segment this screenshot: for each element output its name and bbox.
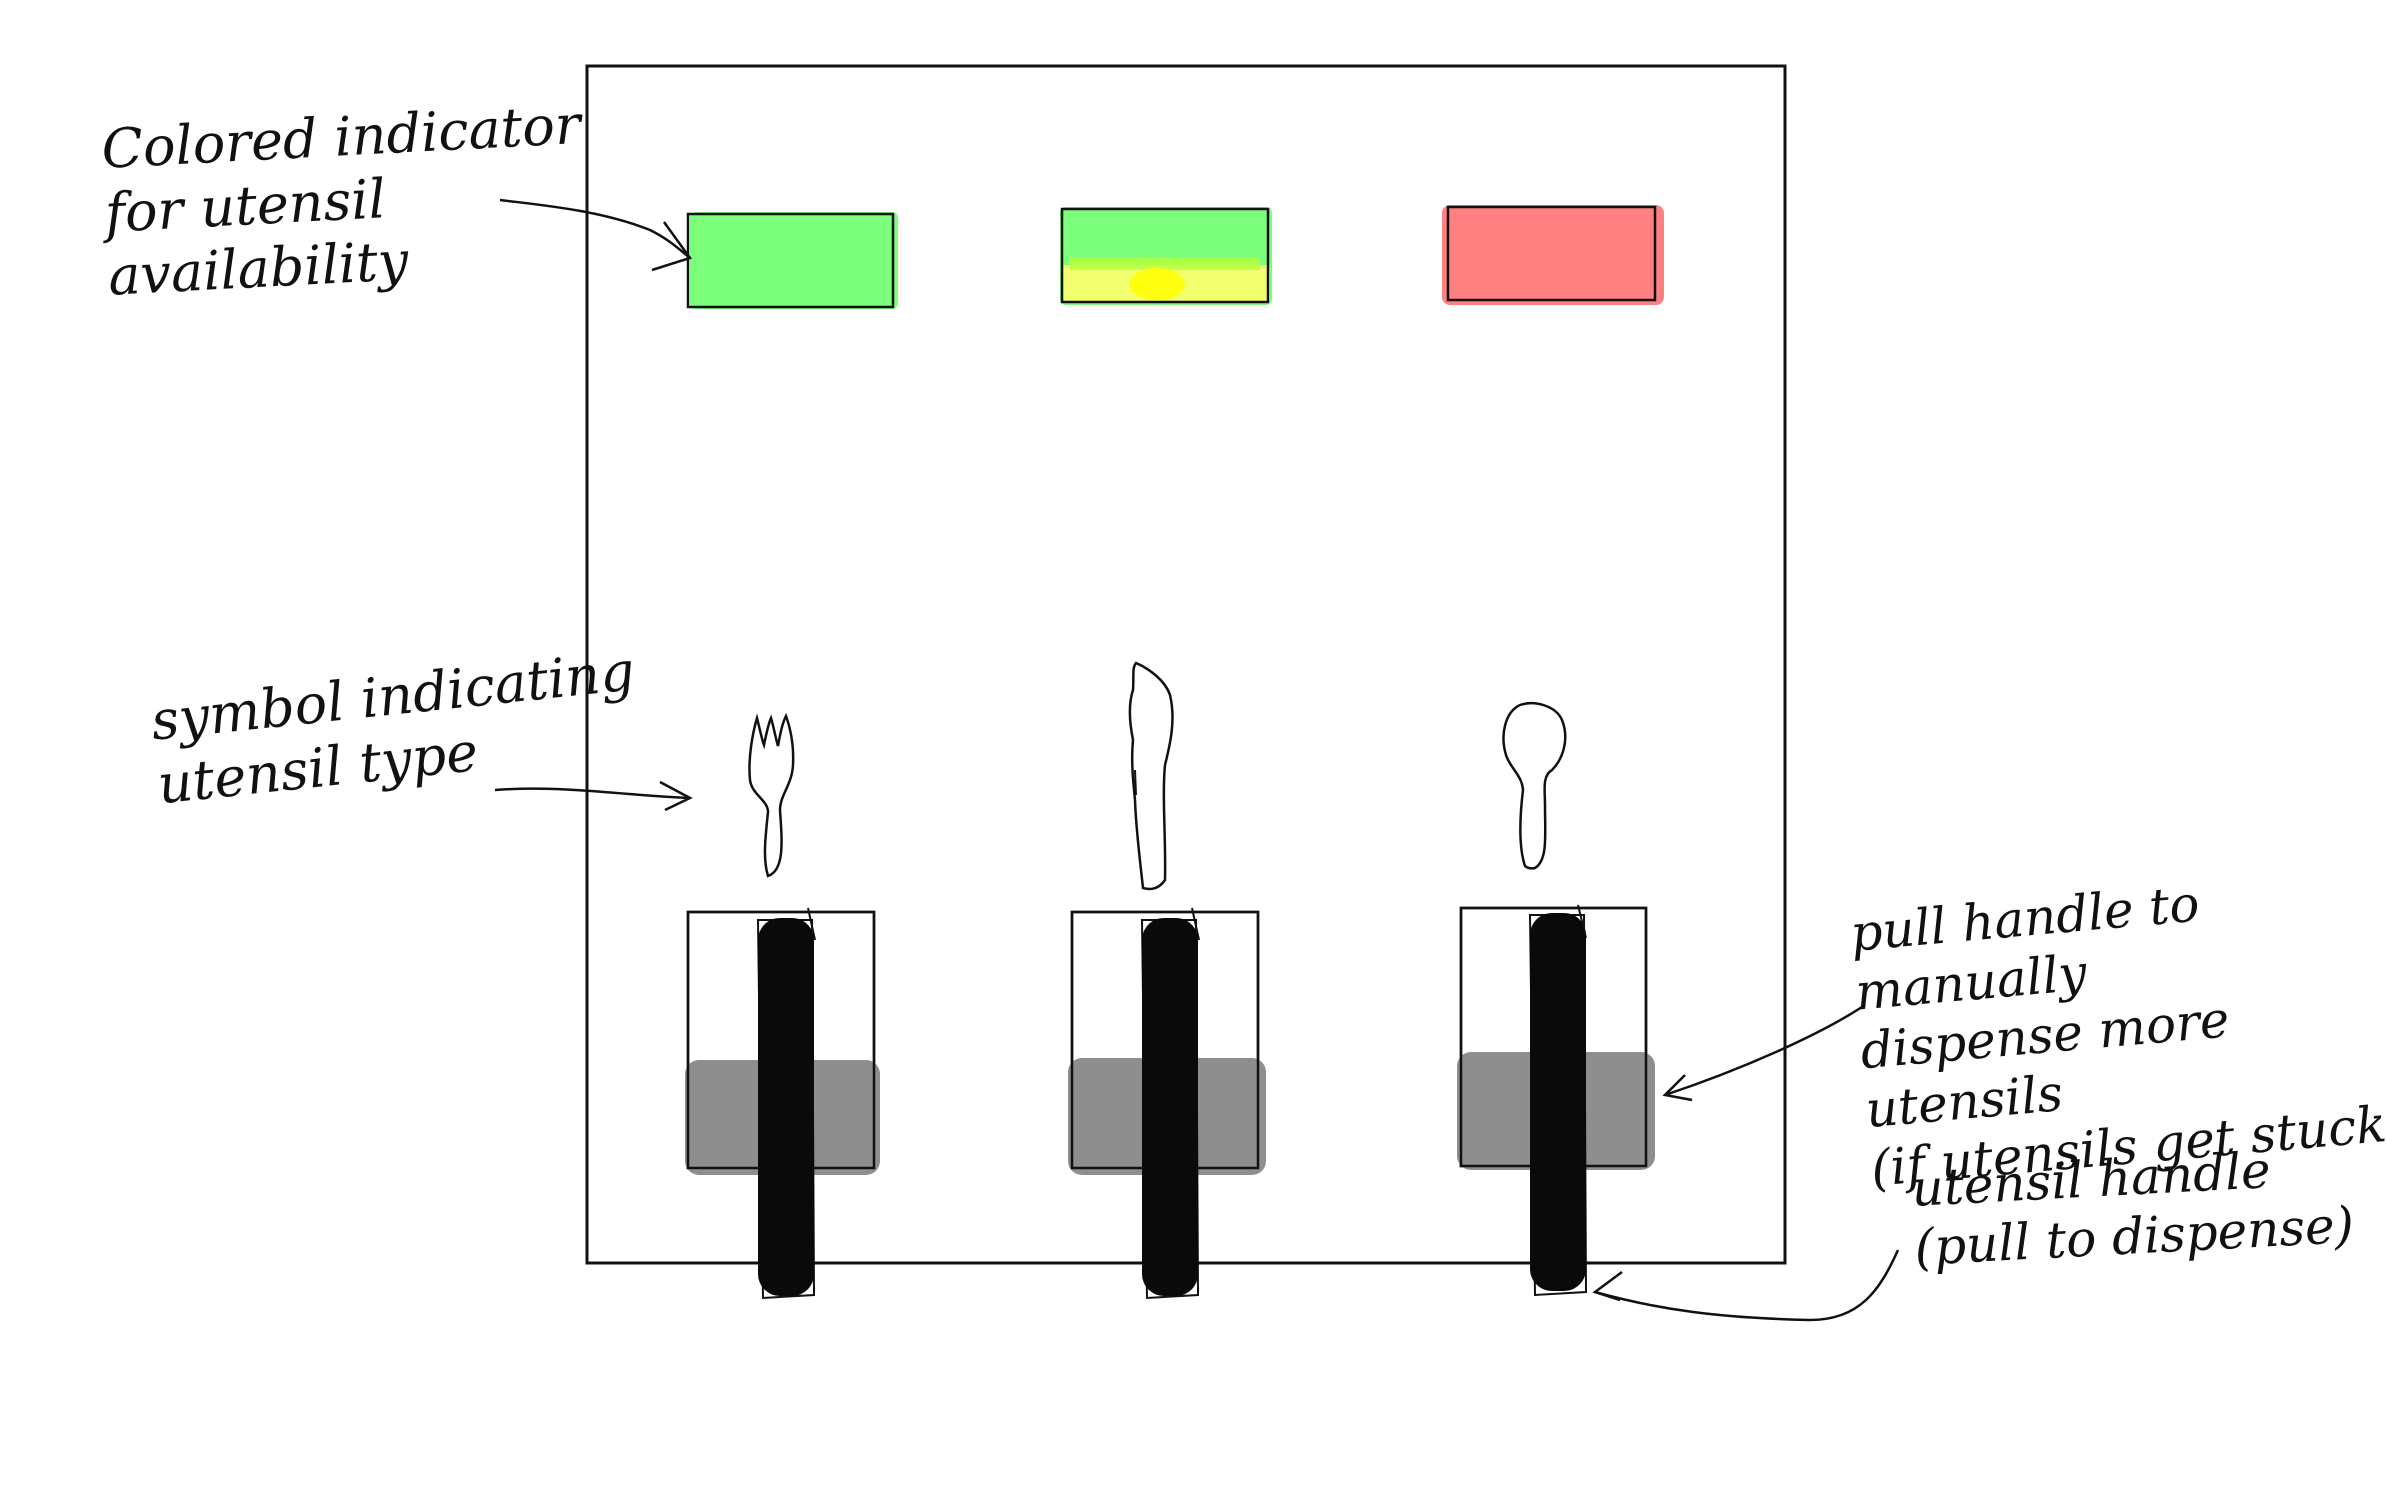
spoon-icon	[1502, 702, 1567, 870]
slot-knife	[1068, 907, 1266, 1300]
arrow-to-manual-handle	[1662, 1003, 1866, 1102]
utensil-handle-annotation: utensil handle (pull to dispense)	[1910, 1141, 2356, 1277]
utensil-handle-knife[interactable]	[1140, 907, 1200, 1300]
slot-fork	[685, 907, 880, 1300]
indicator-knife	[1060, 207, 1272, 305]
utensil-handle-fork[interactable]	[756, 907, 816, 1300]
indicator-annotation: Colored indicator for utensil availabili…	[100, 92, 583, 309]
utensil-handle-spoon[interactable]	[1528, 904, 1588, 1297]
arrow-to-utensil-handle	[1592, 1249, 1900, 1322]
knife-icon	[1128, 661, 1174, 891]
slot-spoon	[1457, 904, 1655, 1297]
fork-icon	[748, 712, 795, 878]
indicator-spoon	[1442, 205, 1664, 305]
indicator-fork	[686, 212, 898, 309]
arrow-to-indicator	[499, 198, 693, 272]
arrow-to-symbol	[494, 780, 693, 812]
